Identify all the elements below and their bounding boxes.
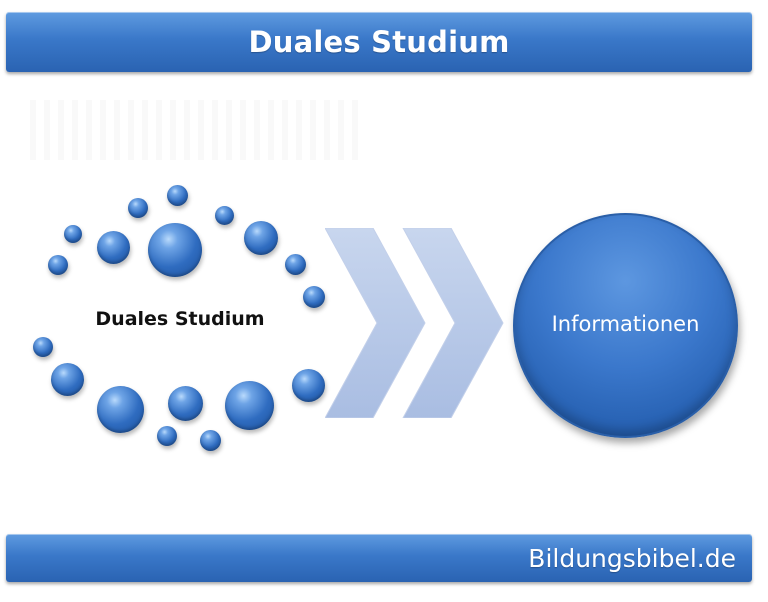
footer-banner: Bildungsbibel.de <box>6 534 752 582</box>
bubble <box>48 255 68 275</box>
bubble <box>303 286 325 308</box>
bubble <box>285 254 306 275</box>
page-title: Duales Studium <box>248 25 510 59</box>
bubble <box>168 386 203 421</box>
bubble <box>148 223 202 277</box>
bubble <box>33 337 53 357</box>
process-arrows <box>325 228 504 418</box>
bubble <box>225 381 274 430</box>
bubble <box>244 221 278 255</box>
bubble <box>200 430 221 451</box>
bubble <box>97 231 130 264</box>
bubble <box>167 185 188 206</box>
bubble <box>51 363 84 396</box>
site-name: Bildungsbibel.de <box>528 543 736 573</box>
bubble <box>292 369 325 402</box>
bubble <box>97 386 144 433</box>
chevron-right-icon <box>325 228 426 418</box>
bubble <box>64 225 82 243</box>
chevron-right-icon <box>402 228 504 418</box>
bubble <box>157 426 177 446</box>
target-circle: Informationen <box>513 213 738 438</box>
header-banner: Duales Studium <box>6 12 752 72</box>
bubble <box>128 198 148 218</box>
faint-background-texture <box>30 100 360 160</box>
source-label: Duales Studium <box>95 308 265 330</box>
bubble <box>215 206 234 225</box>
target-label: Informationen <box>551 311 700 336</box>
